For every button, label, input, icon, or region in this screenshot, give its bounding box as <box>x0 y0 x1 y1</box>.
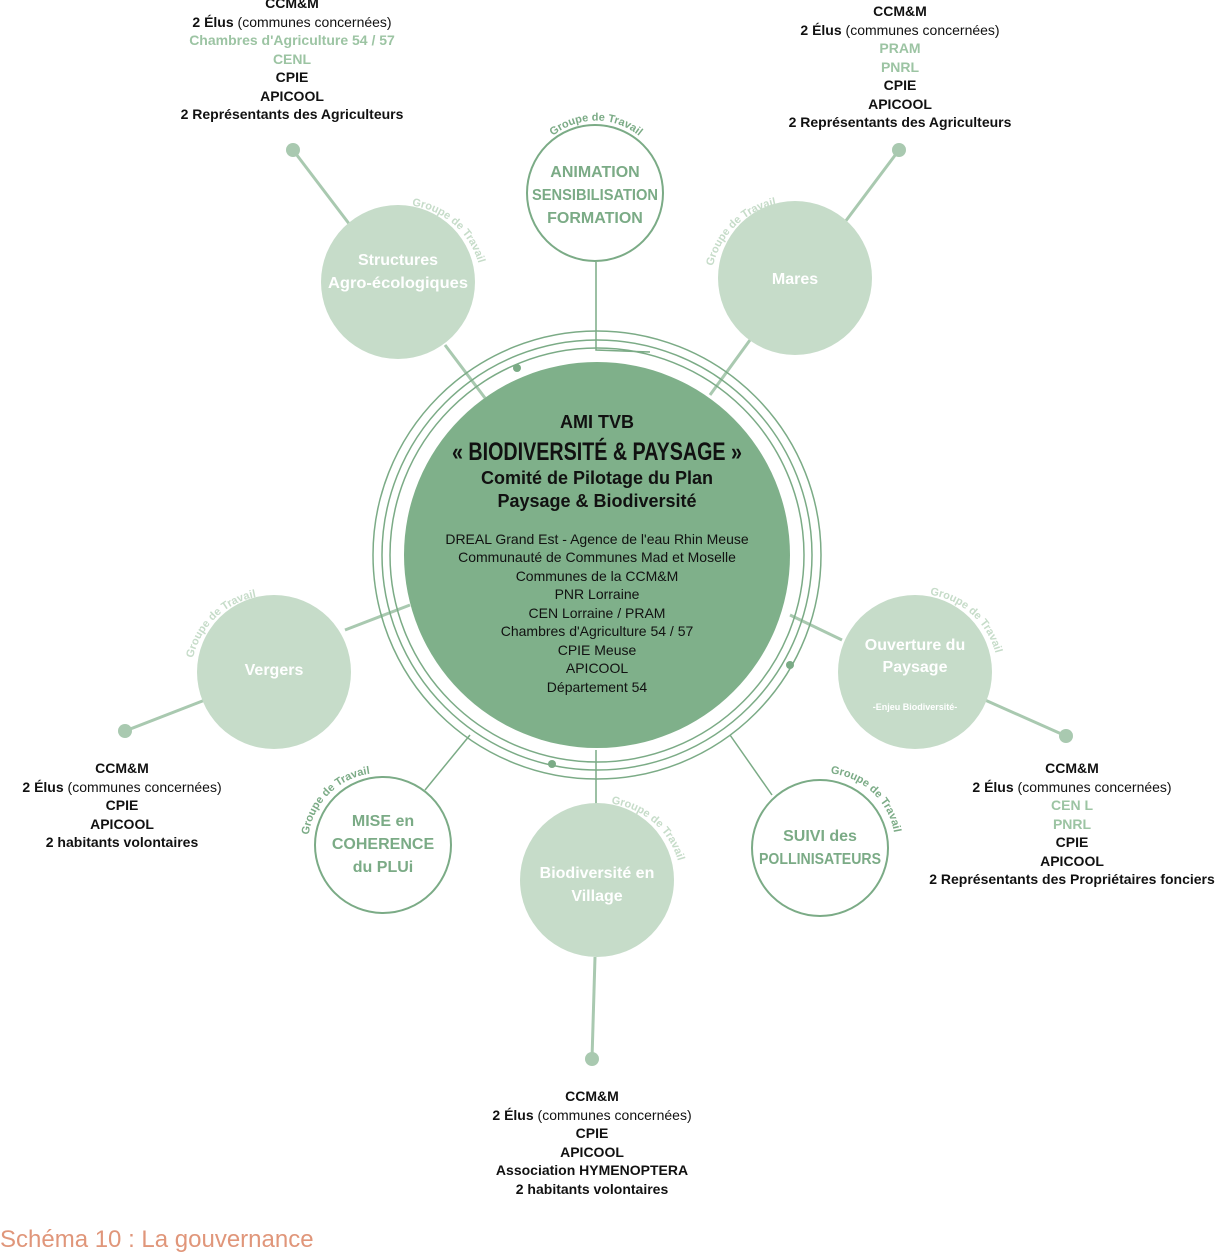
member: 2 Représentants des Propriétaires foncie… <box>929 871 1215 887</box>
group-title: Paysage <box>883 659 948 676</box>
group-title: POLLINISATEURS <box>759 851 881 868</box>
member: 2 Élus <box>192 13 234 30</box>
member: Chambres d'Agriculture 54 / 57 <box>189 32 395 48</box>
member: CPIE <box>575 1125 609 1141</box>
member: CPIE Meuse <box>558 642 637 658</box>
members-ouverture: CCM&M 2 Élus (communes concernées) CEN L… <box>929 759 1215 889</box>
group-title: SUIVI des <box>783 828 857 845</box>
connector-lines <box>124 149 1067 1060</box>
member: APICOOL <box>868 95 932 112</box>
member: 2 Élus <box>492 1106 534 1123</box>
group-title: Ouverture du <box>865 637 965 654</box>
member: Communes de la CCM&M <box>516 568 679 584</box>
members-vergers: CCM&M 2 Élus (communes concernées) CPIE … <box>22 759 221 852</box>
member: CENL <box>272 50 312 67</box>
group-mise-en-coherence: MISE en COHERENCE du PLUi Groupe de Trav… <box>300 765 452 914</box>
member: APICOOL <box>90 815 154 832</box>
center-subtitle-2: Paysage & Biodiversité <box>497 491 696 511</box>
member: CPIE <box>105 797 139 813</box>
member-note: (communes concernées) <box>237 13 392 30</box>
connector-thin-lines <box>372 262 822 805</box>
group-subtitle: -Enjeu Biodiversité- <box>873 702 958 712</box>
member: 2 Élus <box>22 778 64 795</box>
member-note: (communes concernées) <box>537 1106 692 1123</box>
member: 2 Représentants des Agriculteurs <box>180 106 404 122</box>
member: CEN Lorraine / PRAM <box>529 605 666 621</box>
connector-dots <box>118 143 1073 1066</box>
group-title: Vergers <box>245 662 304 679</box>
member: Département 54 <box>547 679 648 695</box>
member: CPIE <box>275 69 309 85</box>
member: PRAM <box>879 40 921 56</box>
group-title: FORMATION <box>547 210 643 227</box>
center-title: AMI TVB <box>560 412 634 432</box>
member-note: (communes concernées) <box>845 21 1000 38</box>
members-village: CCM&M 2 Élus (communes concernées) CPIE … <box>492 1087 691 1198</box>
member: 2 Représentants des Agriculteurs <box>788 114 1012 130</box>
member: CCM&M <box>565 1088 619 1104</box>
figure-caption: Schéma 10 : La gouvernance <box>0 1226 314 1253</box>
group-title: Agro-écologiques <box>328 275 468 292</box>
group-title: COHERENCE <box>332 836 435 853</box>
group-title: du PLUi <box>353 859 413 876</box>
member: CPIE <box>883 77 917 93</box>
member: CCM&M <box>95 760 149 776</box>
member: APICOOL <box>260 87 324 104</box>
member: PNRL <box>1052 815 1092 832</box>
member: APICOOL <box>1040 852 1104 869</box>
group-title: Village <box>571 888 622 905</box>
group-title: SENSIBILISATION <box>532 187 658 204</box>
member: APICOOL <box>566 660 628 676</box>
group-title: Biodiversité en <box>540 865 655 882</box>
group-suivi-pollinisateurs: SUIVI des POLLINISATEURS Groupe de Trava… <box>751 764 903 917</box>
center-subtitle-1: Comité de Pilotage du Plan <box>481 468 713 488</box>
group-title: ANIMATION <box>550 164 639 181</box>
group-title: Structures <box>358 252 438 269</box>
member: Chambres d'Agriculture 54 / 57 <box>501 623 694 639</box>
member: 2 Élus <box>800 21 842 38</box>
group-biodiversite-village: Biodiversité en Village Groupe de Travai… <box>520 795 687 957</box>
member-note: (communes concernées) <box>1017 778 1172 795</box>
group-title: Mares <box>772 271 818 288</box>
members-mares: CCM&M 2 Élus (communes concernées) PRAM … <box>789 2 1012 132</box>
member: Association HYMENOPTERA <box>495 1162 689 1178</box>
member: CPIE <box>1055 834 1089 850</box>
member: PNR Lorraine <box>555 586 640 602</box>
member-note: (communes concernées) <box>67 778 222 795</box>
group-vergers: Vergers Groupe de Travail <box>184 588 351 749</box>
group-title: MISE en <box>352 813 414 830</box>
member: 2 habitants volontaires <box>515 1180 669 1197</box>
group-ouverture-paysage: Ouverture du Paysage -Enjeu Biodiversité… <box>838 586 1004 749</box>
center-committee: AMI TVB « BIODIVERSITÉ & PAYSAGE » Comit… <box>404 362 790 748</box>
member: DREAL Grand Est - Agence de l'eau Rhin M… <box>445 531 749 547</box>
member: CEN L <box>1051 797 1093 813</box>
member: 2 Élus <box>972 778 1014 795</box>
member: PNRL <box>880 58 920 75</box>
center-heading: « BIODIVERSITÉ & PAYSAGE » <box>452 437 742 466</box>
members-structures: CCM&M 2 Élus (communes concernées) Chamb… <box>181 0 404 124</box>
group-animation: ANIMATION SENSIBILISATION FORMATION Grou… <box>526 112 664 262</box>
member: CCM&M <box>873 3 927 19</box>
member: CCM&M <box>265 0 319 11</box>
member: Communauté de Communes Mad et Moselle <box>458 549 736 565</box>
member: CCM&M <box>1045 760 1099 776</box>
member: APICOOL <box>560 1143 624 1160</box>
member: 2 habitants volontaires <box>45 834 199 850</box>
